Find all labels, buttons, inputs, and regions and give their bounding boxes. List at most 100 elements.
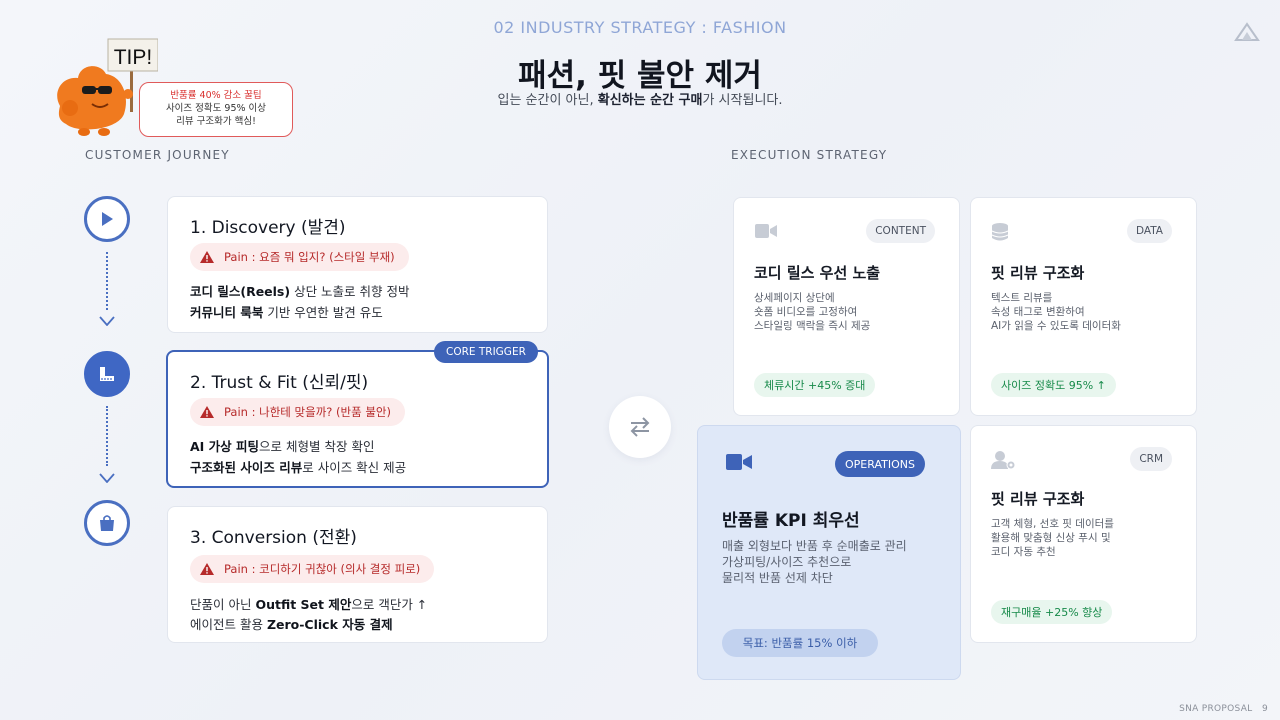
pain-badge: Pain : 나한테 맞을까? (반품 불안) [190,398,405,426]
timeline-connector [106,252,108,310]
tip-line-1: 반품률 40% 감소 꿀팁 [170,90,262,101]
pain-badge: Pain : 요즘 뭐 입지? (스타일 부재) [190,243,409,271]
brand-logo-icon [1234,22,1260,41]
mascot-tip-icon: TIP! [57,38,158,136]
core-trigger-badge: CORE TRIGGER [434,341,538,363]
arrow-down-icon [99,316,115,326]
line-rest: 기반 우연한 발견 유도 [263,305,383,320]
card-title: 핏 리뷰 구조화 [991,490,1085,508]
category-tag: OPERATIONS [835,451,925,477]
desc-line: 텍스트 리뷰를 [991,292,1053,304]
card-title: 코디 릴스 우선 노출 [754,264,881,282]
category-tag: DATA [1126,219,1172,243]
card-line-2: 구조화된 사이즈 리뷰로 사이즈 확신 제공 [190,457,406,476]
page-subtitle: 입는 순간이 아닌, 확신하는 순간 구매가 시작됩니다. [0,89,1280,108]
journey-card-discovery[interactable]: 1. Discovery (발견) Pain : 요즘 뭐 입지? (스타일 부… [167,196,548,333]
pain-text: Pain : 나한테 맞을까? (반품 불안) [224,405,391,419]
journey-section-label: CUSTOMER JOURNEY [85,148,230,162]
metric-badge: 체류시간 +45% 증대 [754,373,876,397]
footer-brand: SNA PROPOSAL [1179,704,1253,714]
step-1-marker [84,196,130,242]
line-bold: 코디 릴스(Reels) [190,284,291,299]
line-rest: 으로 객단가 ↑ [351,597,428,612]
card-title: 핏 리뷰 구조화 [991,264,1085,282]
line-rest: 로 사이즈 확신 제공 [302,460,407,475]
card-line-2: 커뮤니티 룩북 기반 우연한 발견 유도 [190,302,383,321]
pain-badge: Pain : 코디하기 귀찮아 (의사 결정 피로) [190,555,435,583]
desc-line: 매출 외형보다 반품 후 순매출로 관리 [722,539,907,553]
pain-text: Pain : 요즘 뭐 입지? (스타일 부재) [224,250,395,264]
journey-card-trust-fit[interactable]: 2. Trust & Fit (신뢰/핏) Pain : 나한테 맞을까? (반… [166,350,549,488]
video-icon [755,224,777,238]
goal-badge: 목표: 반품률 15% 이하 [722,629,878,657]
card-line-2: 에이전트 활용 Zero-Click 자동 결제 [190,614,393,633]
desc-line: 물리적 반품 선제 차단 [722,571,833,585]
desc-line: 속성 태그로 변환하여 [991,306,1085,318]
footer: SNA PROPOSAL 9 [1179,704,1268,714]
swap-arrows-icon [630,417,650,437]
journey-card-conversion[interactable]: 3. Conversion (전환) Pain : 코디하기 귀찮아 (의사 결… [167,506,548,643]
svg-text:TIP!: TIP! [114,46,153,69]
database-icon [991,223,1009,241]
card-description: 고객 체형, 선호 핏 데이터를 활용해 맞춤형 신상 푸시 및 코디 자동 추… [991,517,1114,559]
play-icon [102,212,113,226]
line-rest: 상단 노출로 취향 정박 [290,284,410,299]
subtitle-post: 가 시작됩니다. [702,93,783,108]
category-tag: CONTENT [866,219,935,243]
shopping-bag-icon [100,515,114,531]
desc-line: 코디 자동 추천 [991,546,1056,558]
line-bold: 구조화된 사이즈 리뷰 [190,460,303,475]
strategy-card-crm[interactable]: CRM 핏 리뷰 구조화 고객 체형, 선호 핏 데이터를 활용해 맞춤형 신상… [970,425,1197,643]
card-line-1: AI 가상 피팅으로 체형별 착장 확인 [190,436,374,455]
line-bold: Outfit Set 제안 [255,597,352,612]
section-kicker: 02 INDUSTRY STRATEGY : FASHION [493,18,787,37]
page-title: 패션, 핏 불안 제거 [518,58,762,94]
warning-icon [200,563,214,575]
line-pre: 에이전트 활용 [190,617,267,632]
desc-line: AI가 읽을 수 있도록 데이터화 [991,320,1121,332]
tip-line-3: 리뷰 구조화가 핵심! [176,116,256,127]
desc-line: 고객 체형, 선호 핏 데이터를 [991,518,1114,530]
video-icon [726,454,752,470]
desc-line: 가상피팅/사이즈 추천으로 [722,555,852,569]
arrow-down-icon [99,473,115,483]
card-line-1: 코디 릴스(Reels) 상단 노출로 취향 정박 [190,281,410,300]
metric-badge: 재구매율 +25% 향상 [991,600,1113,624]
card-title: 3. Conversion (전환) [190,528,357,548]
warning-icon [200,406,214,418]
strategy-card-content[interactable]: CONTENT 코디 릴스 우선 노출 상세페이지 상단에 숏폼 비디오를 고정… [733,197,960,416]
card-title: 2. Trust & Fit (신뢰/핏) [190,373,369,393]
warning-icon [200,251,214,263]
card-description: 매출 외형보다 반품 후 순매출로 관리 가상피팅/사이즈 추천으로 물리적 반… [722,538,907,586]
user-gear-icon [991,451,1016,470]
line-bold: 커뮤니티 룩북 [190,305,264,320]
strategy-section-label: EXECUTION STRATEGY [731,148,888,162]
ruler-icon [100,367,114,381]
strategy-card-data[interactable]: DATA 핏 리뷰 구조화 텍스트 리뷰를 속성 태그로 변환하여 AI가 읽을… [970,197,1197,416]
category-tag: CRM [1130,447,1172,471]
metric-badge: 사이즈 정확도 95% ↑ [991,373,1116,397]
line-rest: 으로 체형별 착장 확인 [259,439,375,454]
tip-line-2: 사이즈 정확도 95% 이상 [165,103,267,114]
desc-line: 숏폼 비디오를 고정하여 [754,306,858,318]
line-bold: Zero-Click 자동 결제 [266,617,393,632]
pain-text: Pain : 코디하기 귀찮아 (의사 결정 피로) [224,562,421,576]
step-2-marker [84,351,130,397]
card-line-1: 단품이 아닌 Outfit Set 제안으로 객단가 ↑ [190,594,427,613]
subtitle-bold: 확신하는 순간 구매 [597,93,703,108]
card-description: 텍스트 리뷰를 속성 태그로 변환하여 AI가 읽을 수 있도록 데이터화 [991,291,1121,333]
page-number: 9 [1261,704,1268,714]
desc-line: 스타일링 맥락을 즉시 제공 [754,320,871,332]
card-title: 1. Discovery (발견) [190,218,346,238]
subtitle-pre: 입는 순간이 아닌, [497,93,598,108]
swap-connector [609,396,671,458]
card-title: 반품률 KPI 최우선 [722,511,860,531]
strategy-card-operations[interactable]: OPERATIONS 반품률 KPI 최우선 매출 외형보다 반품 후 순매출로… [697,425,961,680]
line-bold: AI 가상 피팅 [190,439,260,454]
tip-bubble: 반품률 40% 감소 꿀팁 사이즈 정확도 95% 이상 리뷰 구조화가 핵심! [139,82,293,137]
desc-line: 상세페이지 상단에 [754,292,835,304]
line-pre: 단품이 아닌 [190,597,256,612]
card-description: 상세페이지 상단에 숏폼 비디오를 고정하여 스타일링 맥락을 즉시 제공 [754,291,870,333]
desc-line: 활용해 맞춤형 신상 푸시 및 [991,532,1111,544]
timeline-connector [106,406,108,466]
